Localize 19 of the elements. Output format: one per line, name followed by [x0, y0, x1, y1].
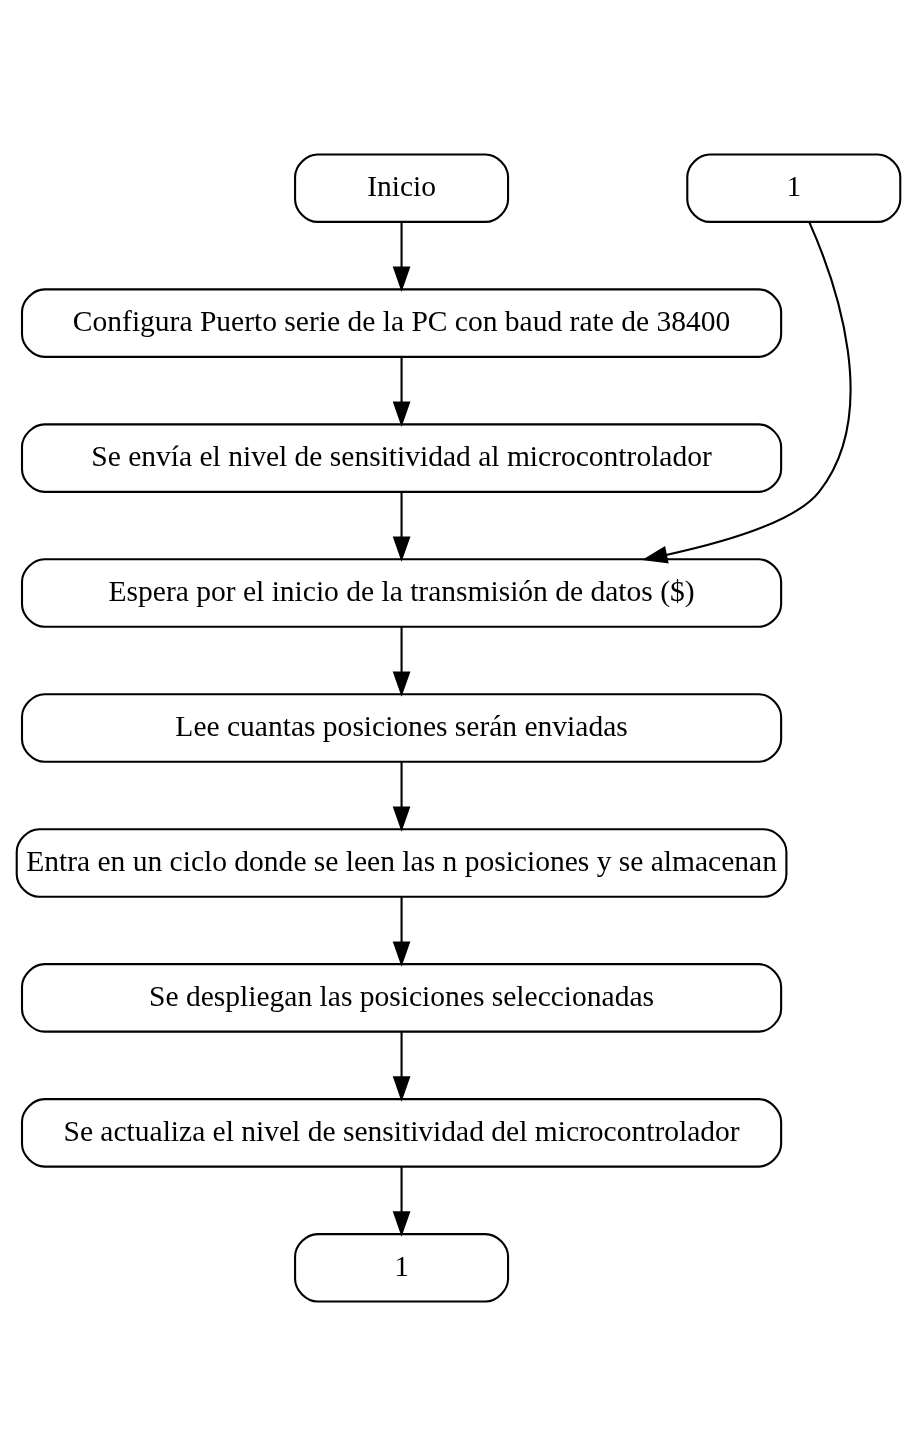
arrow	[392, 491, 411, 562]
node-box: 1	[294, 1233, 510, 1303]
node-box: Entra en un ciclo donde se leen las n posiciones y se almacenan	[15, 828, 788, 898]
node-box: Se despliegan las posiciones seleccionadas	[20, 963, 783, 1033]
arrow	[392, 356, 411, 427]
arrow	[392, 626, 411, 697]
node-box: 1	[686, 153, 902, 223]
node-box: Inicio	[294, 153, 510, 223]
arrow	[642, 222, 852, 564]
arrow	[392, 761, 411, 832]
arrow	[392, 896, 411, 967]
node-box: Se actualiza el nivel de sensitividad del microcontrolador	[20, 1098, 783, 1168]
node-box: Se envía el nivel de sensitividad al microcontrolador	[20, 423, 783, 493]
arrow	[392, 1031, 411, 1102]
node-box: Espera por el inicio de la transmisión de datos ($)	[20, 558, 783, 628]
node-box: Lee cuantas posiciones serán enviadas	[20, 693, 783, 763]
arrow	[392, 1166, 411, 1237]
arrow	[392, 221, 411, 292]
node-box: Configura Puerto serie de la PC con baud rate de 38400	[20, 288, 783, 358]
